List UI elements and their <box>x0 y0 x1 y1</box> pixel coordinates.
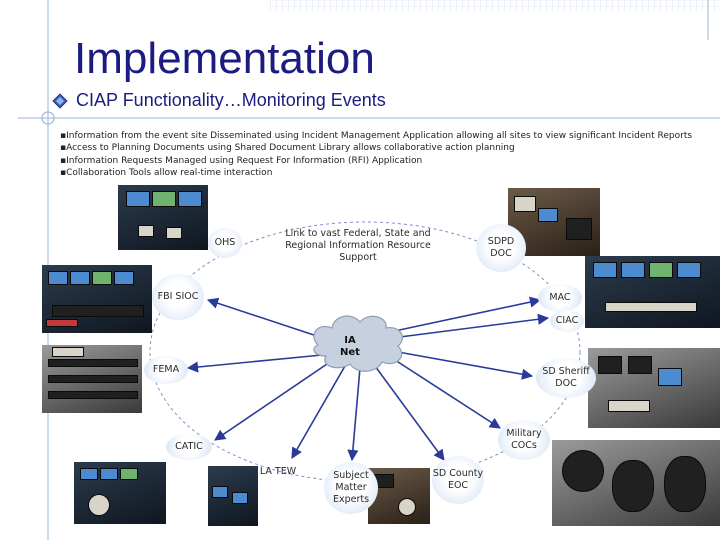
node-mac: MAC <box>538 284 582 312</box>
arrow-sme <box>347 367 361 462</box>
node-catic: CATIC <box>166 434 212 460</box>
arrow-sd-sheriff <box>397 351 534 380</box>
fbi-sioc-photo <box>42 265 152 333</box>
arrow-sd-county <box>374 365 445 461</box>
arrow-ciac <box>391 313 550 339</box>
bullet-item: Collaboration Tools allow real-time inte… <box>60 167 692 179</box>
mac-ciac-photo <box>585 256 720 328</box>
node-ohs: OHS <box>208 228 242 258</box>
arrow-mac <box>389 296 542 333</box>
network-ring <box>149 221 581 483</box>
la-tew-photo <box>208 466 258 526</box>
ohs-photo <box>118 185 208 250</box>
link-caption: Link to vast Federal, State and Regional… <box>285 228 431 263</box>
page-subtitle: CIAP Functionality…Monitoring Events <box>76 90 386 110</box>
node-sdpd-doc: SDPD DOC <box>476 224 526 272</box>
node-fbi-sioc: FBI SIOC <box>152 274 204 320</box>
ia-net-label: IA Net <box>340 335 360 358</box>
bullet-item: Access to Planning Documents using Share… <box>60 142 692 154</box>
sd-sheriff-photo <box>588 348 720 428</box>
node-ciac: CIAC <box>550 310 584 332</box>
node-fema: FEMA <box>144 356 188 384</box>
accent-circle <box>41 111 55 125</box>
fema-photo <box>42 345 142 413</box>
bullet-item: Information Requests Managed using Reque… <box>60 155 692 167</box>
arrow-fema <box>186 354 323 373</box>
node-subject-matter-experts: Subject Matter Experts <box>324 462 378 514</box>
ia-net-cloud <box>313 315 403 372</box>
connection-arrows <box>186 296 550 462</box>
arrow-catic <box>214 361 331 441</box>
node-la-tew: LA TEW <box>259 466 297 477</box>
catic-photo <box>74 462 166 524</box>
node-sd-county-eoc: SD County EOC <box>432 456 484 504</box>
military-photo <box>552 440 720 526</box>
diamond-bullet-icon <box>52 93 68 109</box>
page-title: Implementation <box>74 34 375 83</box>
node-military-cocs: Military COCs <box>498 420 550 460</box>
arrow-la-tew <box>291 365 346 459</box>
arrow-military <box>394 359 501 429</box>
bullet-list: Information from the event site Dissemin… <box>60 130 692 179</box>
sme-photo <box>368 468 430 524</box>
grid-pattern <box>270 0 720 12</box>
node-sd-sheriff-doc: SD Sheriff DOC <box>536 358 596 398</box>
bullet-item: Information from the event site Dissemin… <box>60 130 692 142</box>
